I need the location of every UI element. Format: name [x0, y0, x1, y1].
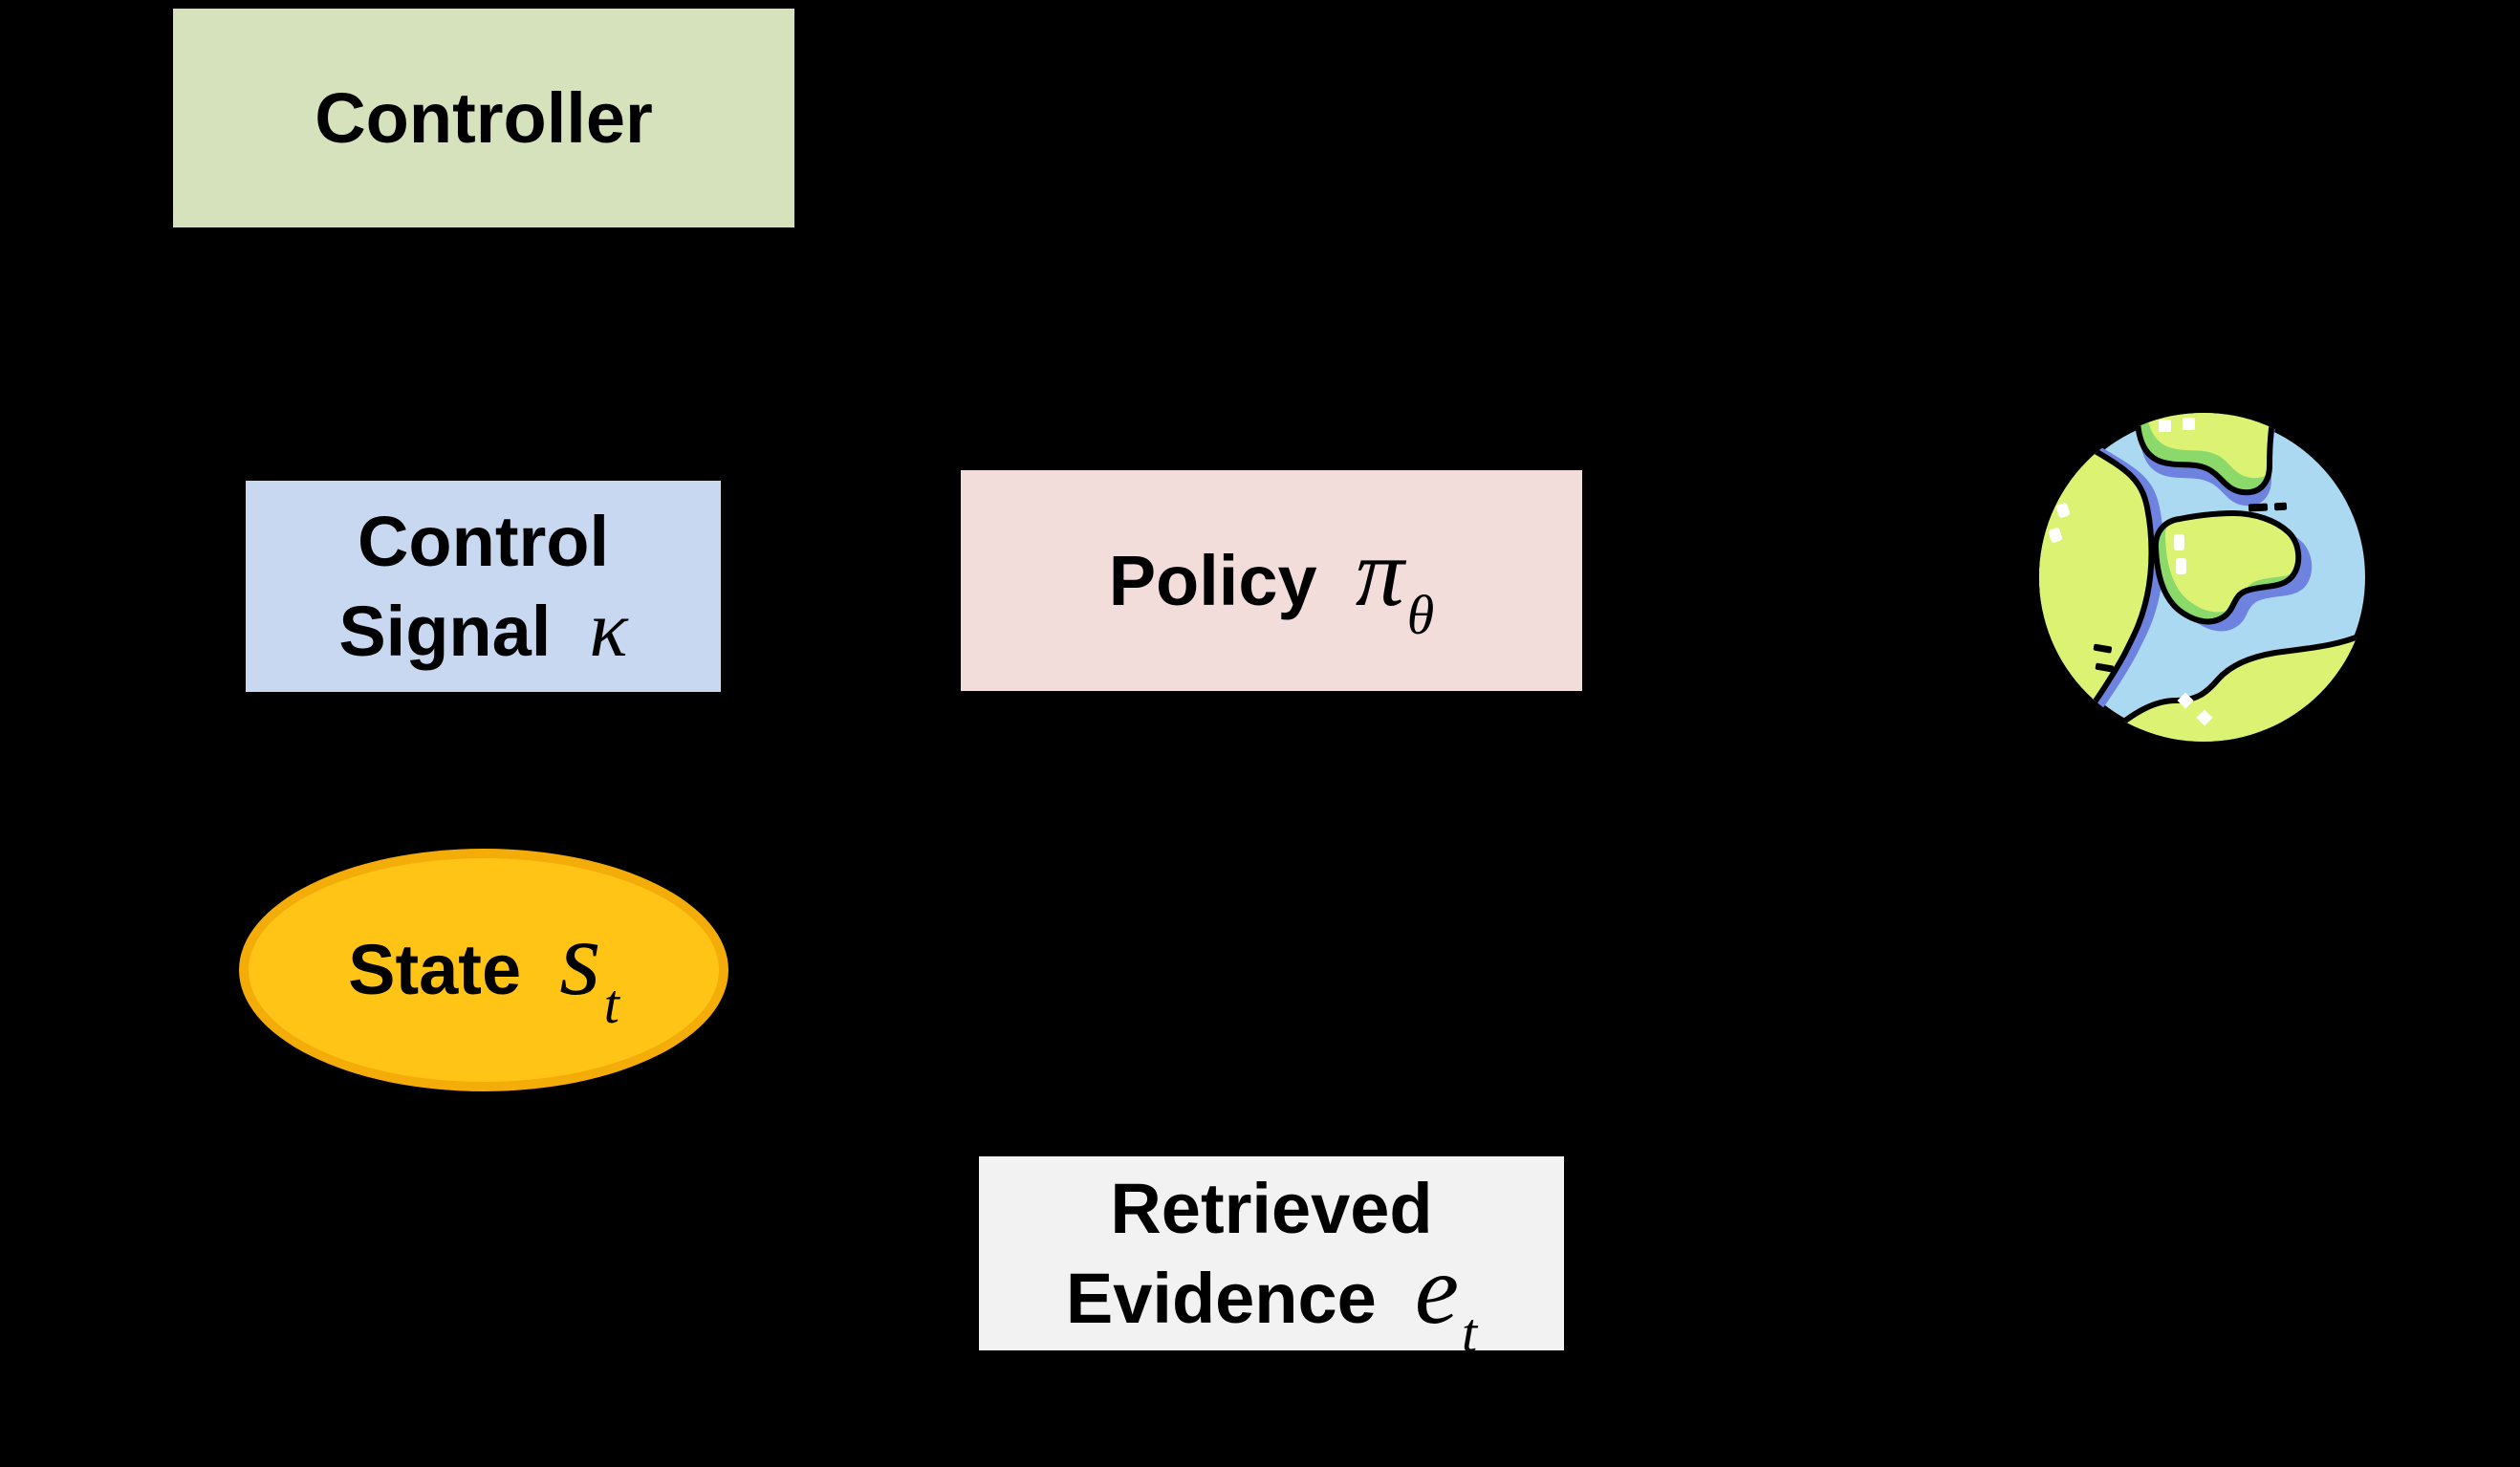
controller-label: Controller [315, 77, 653, 158]
globe-speck [2177, 692, 2194, 709]
arrow-state-to-policy [715, 696, 1287, 979]
arrow-environment-to-retrieved-evidence [1579, 727, 2092, 1154]
policy-label: Policy [1108, 540, 1317, 620]
globe-speck [2196, 709, 2213, 726]
globe-outline-dash [2248, 503, 2269, 512]
globe-island [2155, 513, 2299, 622]
theta-subscript: θ [1406, 583, 1435, 646]
retrieved-evidence-line1: Retrieved [1110, 1168, 1433, 1248]
control-signal-label-line2: Signal [338, 591, 552, 671]
globe-outline-dash [2095, 662, 2115, 673]
globe-speck [2159, 420, 2171, 432]
globe-outline-dash [2093, 643, 2113, 654]
evidence-t-subscript: t [1462, 1301, 1478, 1364]
state-label: State [348, 930, 522, 1009]
state-t-subscript: t [603, 973, 619, 1035]
globe-rim-tick [2343, 475, 2364, 496]
earth-globe-icon [2036, 410, 2371, 744]
pi-symbol: π [1355, 518, 1404, 627]
control-signal-label-line1: Control [357, 501, 610, 581]
globe-speck [2174, 534, 2184, 550]
retrieved-evidence-line2: Evidence [1065, 1258, 1377, 1338]
globe-land-top [2137, 413, 2277, 493]
globe-rim-tick [2328, 454, 2349, 475]
globe-speck [2048, 528, 2063, 543]
arrow-retrieved-evidence-to-state [466, 1085, 973, 1258]
globe-speck [2183, 418, 2195, 430]
kappa-symbol: κ [589, 584, 628, 674]
controller-node: Controller [173, 9, 794, 227]
globe-speck [2055, 503, 2071, 518]
e-symbol: e [1414, 1234, 1459, 1345]
globe-outline-dash [2273, 502, 2288, 511]
s-symbol: s [559, 899, 601, 1018]
globe-speck [2176, 558, 2186, 574]
